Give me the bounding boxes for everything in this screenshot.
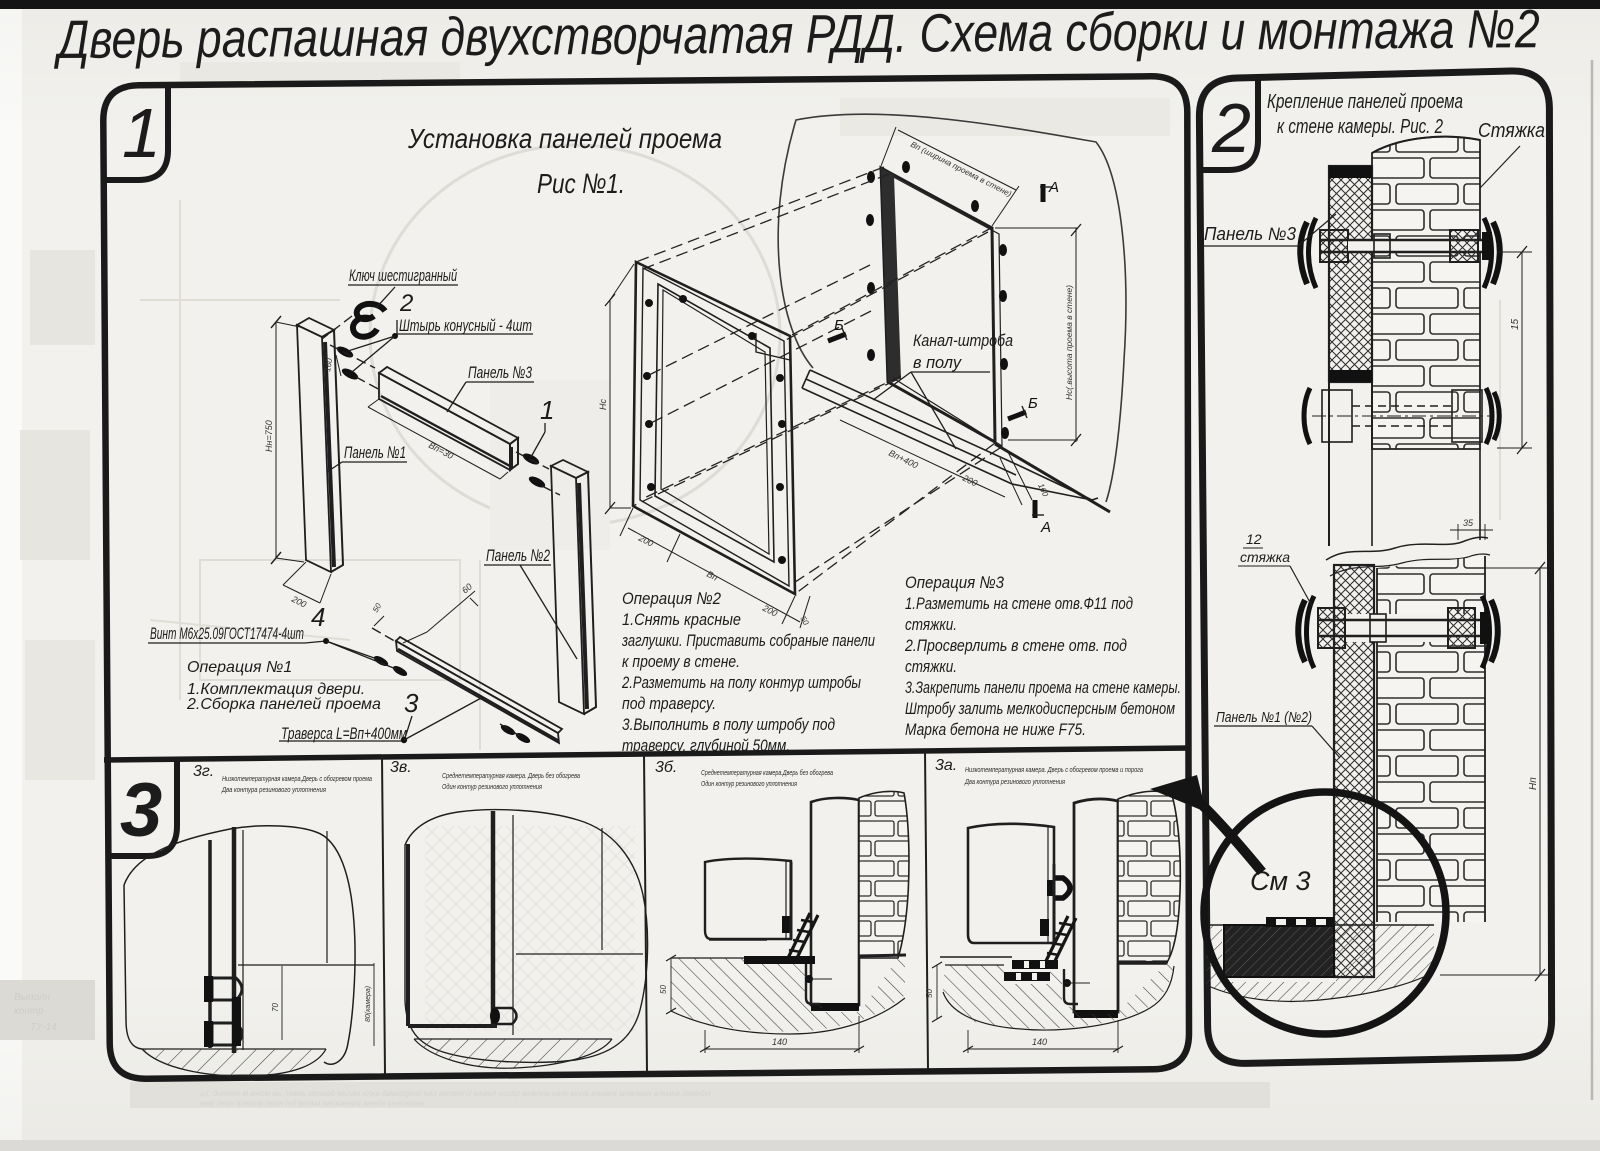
svg-text:Панель №2: Панель №2 (486, 546, 550, 565)
svg-text:Среднетемпературная камера. Дв: Среднетемпературная камера. Дверь без об… (442, 771, 580, 780)
svg-text:15: 15 (1510, 318, 1521, 330)
svg-text:3а.: 3а. (935, 757, 957, 774)
svg-text:2.Просверлить в стене отв. п: 2.Просверлить в стене отв. под (904, 636, 1127, 655)
svg-text:к проему в стене.: к проему в стене. (622, 652, 740, 671)
svg-text:Панель №1 (№2): Панель №1 (№2) (1216, 710, 1312, 726)
svg-text:3б.: 3б. (655, 759, 677, 776)
svg-text:3г.: 3г. (193, 763, 214, 780)
svg-text:1.Разметить на стене отв.Ф11 п: 1.Разметить на стене отв.Ф11 под (905, 594, 1133, 613)
svg-text:Штробу залить мелкодисперсным: Штробу залить мелкодисперсным бетоном (905, 699, 1175, 718)
svg-text:к стене камеры. Рис. 2: к стене камеры. Рис. 2 (1277, 116, 1443, 138)
svg-text:1.Снять красные: 1.Снять красные (622, 610, 741, 629)
svg-text:Два контура резинового уплотне: Два контура резинового уплотнения (221, 785, 326, 794)
svg-text:Марка бетона не ниже F75.: Марка бетона не ниже F75. (905, 720, 1086, 739)
svg-text:мнв лкмн влкмнв лкмн mil в: мнв лкмн влкмнв лкмн mil внлкм нвлкмнвлк… (200, 1099, 424, 1108)
svg-text:Нн=750: Нн=750 (264, 420, 274, 452)
svg-text:1: 1 (540, 395, 554, 425)
svg-text:Операция №2: Операция №2 (622, 589, 721, 608)
svg-text:50: 50 (659, 985, 668, 994)
svg-text:ТУ-14: ТУ-14 (30, 1022, 57, 1033)
svg-text:3: 3 (404, 688, 419, 718)
svg-text:3в.: 3в. (390, 759, 412, 776)
svg-text:3: 3 (120, 768, 162, 853)
svg-text:Дверь распашная двухстворчатая: Дверь распашная двухстворчатая РДД. Схем… (54, 0, 1541, 70)
svg-text:1.Комплектация двери.: 1.Комплектация двери. (187, 681, 365, 698)
svg-text:Панель №1: Панель №1 (344, 443, 406, 462)
svg-text:Крепление панелей проема: Крепление панелей проема (1267, 91, 1463, 113)
svg-text:Выполн: Выполн (14, 992, 51, 1003)
svg-text:Б: Б (834, 317, 844, 334)
svg-text:Нп: Нп (1528, 777, 1539, 790)
svg-text:Панель №3: Панель №3 (468, 363, 532, 382)
svg-text:Установка панелей проема: Установка панелей проема (407, 123, 722, 154)
svg-text:12: 12 (1246, 531, 1262, 547)
svg-text:Ключ шестигранный: Ключ шестигранный (349, 266, 457, 285)
svg-text:Два контура резинового уплотне: Два контура резинового уплотнения (964, 777, 1065, 786)
svg-text:160: 160 (323, 357, 334, 372)
svg-text:2.Сборка панелей проема: 2.Сборка панелей проема (186, 696, 381, 713)
svg-text:1: 1 (122, 94, 161, 172)
svg-text:80(камера): 80(камера) (365, 986, 372, 1022)
svg-text:2: 2 (399, 290, 413, 317)
svg-text:3.Закрепить панели проема на с: 3.Закрепить панели проема на стене камер… (905, 678, 1181, 697)
svg-text:стяжки.: стяжки. (905, 657, 957, 676)
svg-text:35: 35 (1463, 518, 1474, 528)
svg-text:Один контур резинового уплотне: Один контур резинового уплотнения (701, 779, 797, 788)
svg-text:заглушки. Приставить собраные: заглушки. Приставить собраные панели (621, 631, 875, 650)
svg-text:А: А (1040, 519, 1051, 536)
svg-text:Б: Б (1028, 395, 1038, 412)
svg-text:контр: контр (14, 1006, 44, 1017)
svg-text:Низкотемпературная камера. Две: Низкотемпературная камера. Дверь с обогр… (965, 765, 1143, 774)
svg-text:3.Выполнить в полу штробу под: 3.Выполнить в полу штробу под (622, 715, 835, 734)
svg-text:2: 2 (1211, 89, 1251, 167)
svg-text:Канал-штроба: Канал-штроба (913, 331, 1013, 350)
svg-text:Траверса L=Вп+400мм: Траверса L=Вп+400мм (281, 724, 407, 743)
svg-text:А: А (1048, 179, 1059, 196)
svg-text:Стяжка: Стяжка (1478, 120, 1545, 142)
svg-text:траверсу, глубиной 50мм.: траверсу, глубиной 50мм. (622, 736, 790, 755)
svg-text:Один контур резинового уплотне: Один контур резинового уплотнения (442, 782, 542, 791)
svg-text:Низкотемпературная камера.Двер: Низкотемпературная камера.Дверь с обогре… (222, 774, 372, 783)
svg-text:70: 70 (271, 1003, 280, 1012)
svg-text:Операция №3: Операция №3 (905, 573, 1004, 592)
svg-text:стяжка: стяжка (1240, 549, 1290, 565)
svg-text:Нс: Нс (598, 399, 608, 410)
svg-text:Панель №3: Панель №3 (1204, 224, 1296, 244)
svg-text:Нс(.высота проема в стене): Нс(.высота проема в стене) (1065, 285, 1074, 400)
svg-text:140: 140 (1032, 1037, 1047, 1047)
svg-text:Среднетемпературная камера.Две: Среднетемпературная камера.Дверь без обо… (701, 768, 833, 777)
svg-text:стяжки.: стяжки. (905, 615, 957, 634)
svg-text:140: 140 (772, 1037, 787, 1047)
svg-text:Винт М6х25.09ГОСТ17474-4шт: Винт М6х25.09ГОСТ17474-4шт (150, 624, 304, 643)
svg-text:60: 60 (460, 581, 474, 595)
svg-text:под траверсу.: под траверсу. (622, 694, 716, 713)
svg-text:2.Разметить на полу контур штр: 2.Разметить на полу контур штробы (621, 673, 861, 692)
svg-text:50: 50 (925, 989, 934, 998)
svg-text:Операция №1: Операция №1 (187, 659, 292, 676)
svg-text:4: 4 (311, 602, 325, 632)
svg-text:Рис №1.: Рис №1. (537, 168, 625, 199)
svg-text:хл. долкою м мном мь пквмь м: хл. долкою м мном мь пквмь мконвд мклвм … (199, 1089, 712, 1098)
svg-text:в полу: в полу (913, 353, 962, 372)
svg-text:Вп: Вп (705, 569, 719, 583)
svg-text:Штырь конусный - 4шт: Штырь конусный - 4шт (399, 316, 532, 335)
